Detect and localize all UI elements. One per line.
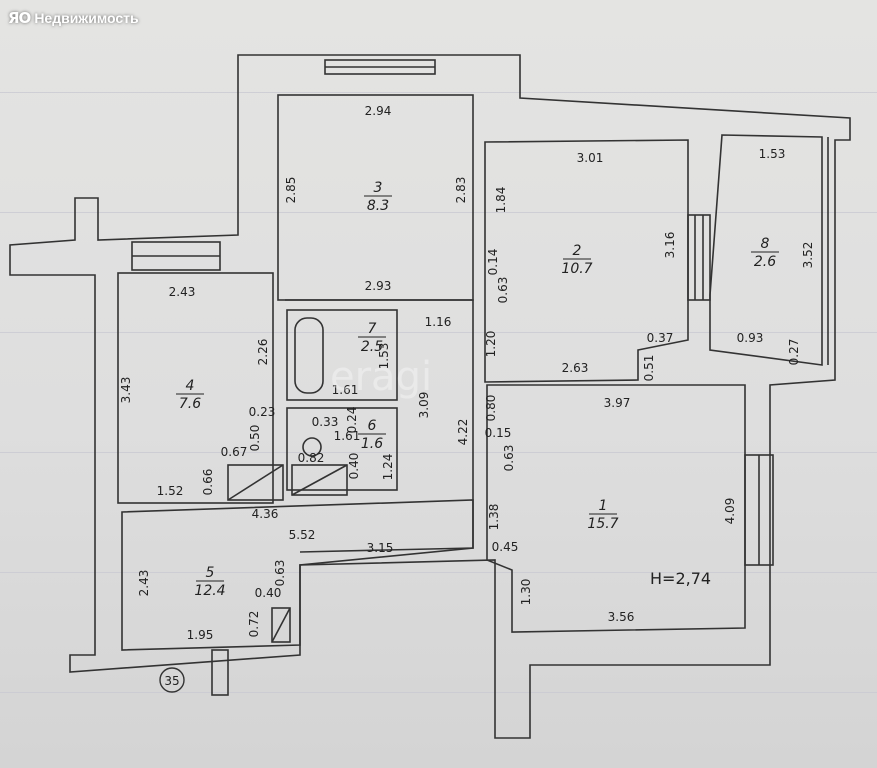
room-number: 5 [206,565,215,581]
dimension-label: 1.95 [187,628,214,642]
ceiling-height-label: H=2,74 [650,569,711,588]
dimension-label: 0.63 [496,277,510,304]
dimension-label: 1.20 [484,331,498,358]
axis-marker [159,667,185,693]
dimension-label: 0.63 [502,445,516,472]
dimension-label: 3.15 [367,541,394,555]
room-area: 8.3 [367,198,389,214]
room-8-label: 82.6 [751,236,779,270]
room-number: 7 [368,321,377,337]
dimension-label: 3.97 [604,396,631,410]
dimension-label: 2.83 [454,177,468,204]
dimension-label: 0.27 [787,339,801,366]
dimension-label: 1.61 [332,383,359,397]
dimension-label: 4.36 [252,507,279,521]
source-logo-icon: ЯО [8,9,31,27]
dimension-label: 1.61 [334,429,361,443]
dimension-label: 4.09 [723,498,737,525]
room-2-label: 210.7 [561,243,592,277]
dimension-label: 0.63 [273,560,287,587]
dimension-label: 0.51 [642,355,656,382]
dimension-label: 2.43 [137,570,151,597]
room-2-wall [484,139,689,383]
room-8-wall [709,134,823,366]
room-area: 2.6 [754,254,776,270]
dimension-label: 1.53 [759,147,786,161]
room-5-label: 512.4 [194,565,225,599]
dimension-label: 1.53 [377,343,391,370]
source-badge: ЯО Недвижимость [8,6,139,30]
room-number: 3 [374,180,383,196]
outer-wall [9,54,851,739]
room-area: 15.7 [587,516,618,532]
dimension-label: 2.85 [284,177,298,204]
dimension-label: 1.38 [487,504,501,531]
source-badge-label: Недвижимость [34,10,139,26]
dimension-label: 5.52 [289,528,316,542]
room-5-wall [121,499,474,651]
room-area: 7.6 [179,396,201,412]
dimension-label: 0.40 [347,453,361,480]
dimension-label: 2.63 [562,361,589,375]
dimension-label: 0.24 [345,407,359,434]
dimension-label: 0.67 [221,445,248,459]
dimension-label: 0.33 [312,415,339,429]
dimension-label: 2.43 [169,285,196,299]
room-number: 6 [368,418,377,434]
dimension-label: 2.93 [365,279,392,293]
dimension-label: 0.50 [248,425,262,452]
dimension-label: 0.40 [255,586,282,600]
room-area: 2.5 [361,339,383,355]
room-3-label: 38.3 [364,180,392,214]
dimension-label: 3.16 [663,232,677,259]
dimension-label: 0.72 [247,611,261,638]
room-6-label: 61.6 [358,418,386,452]
dimension-label: 3.09 [417,392,431,419]
axis-marker-label: 35 [164,674,179,688]
room-1-label: 115.7 [587,498,618,532]
dimension-label: 0.23 [249,405,276,419]
dimension-label: 0.66 [201,469,215,496]
room-area: 10.7 [561,261,592,277]
watermark: eragi [330,354,432,400]
room-number: 1 [599,498,608,514]
room-4-label: 47.6 [176,378,204,412]
room-1-wall [486,384,746,633]
dimension-label: 3.43 [119,377,133,404]
dimension-label: 0.37 [647,331,674,345]
room-6-wall [286,407,398,491]
dimension-label: 1.52 [157,484,184,498]
dimension-label: 1.30 [519,579,533,606]
dimension-label: 3.01 [577,151,604,165]
dimension-label: 0.14 [486,249,500,276]
dimension-label: 3.56 [608,610,635,624]
dimension-label: 0.15 [485,426,512,440]
dimension-label: 3.52 [801,242,815,269]
dimension-label: 0.93 [737,331,764,345]
dimension-label: 0.45 [492,540,519,554]
dimension-label: 1.16 [425,315,452,329]
dimension-label: 1.84 [494,187,508,214]
dimension-label: 0.80 [484,395,498,422]
dimension-label: 4.22 [456,419,470,446]
room-4-wall [117,272,274,504]
room-number: 2 [573,243,582,259]
room-7-wall [286,309,398,401]
room-number: 8 [761,236,770,252]
room-area: 1.6 [361,436,383,452]
room-area: 12.4 [194,583,225,599]
dimension-label: 0.82 [298,451,325,465]
dimension-label: 2.26 [256,339,270,366]
dimension-label: 2.94 [365,104,392,118]
room-number: 4 [186,378,195,394]
room-7-label: 72.5 [358,321,386,355]
dimension-label: 1.24 [381,454,395,481]
